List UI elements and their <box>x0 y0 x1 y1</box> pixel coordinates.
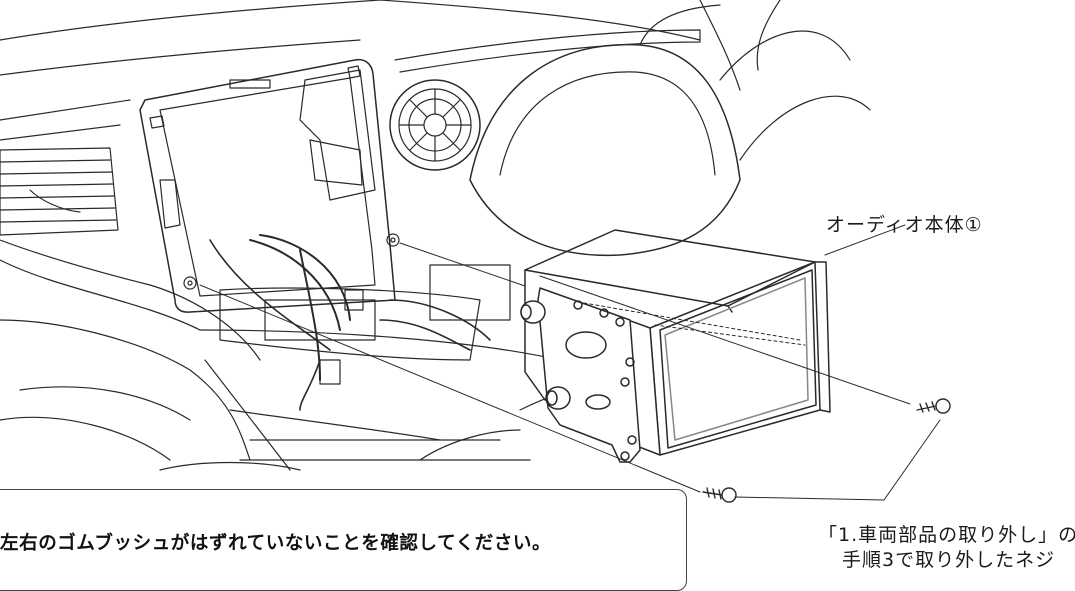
audio-unit-drawing <box>521 230 830 462</box>
dashboard-body <box>0 0 700 470</box>
notice-text: 左右のゴムブッシュがはずれていないことを確認してください。 <box>0 533 552 554</box>
round-air-vent <box>390 80 480 170</box>
screw-right <box>917 399 950 413</box>
screw-reference-label-line1: 「1.車両部品の取り外し」の <box>818 524 1075 546</box>
wiring-harness <box>210 235 490 410</box>
dash-opening-frame <box>140 60 399 313</box>
dashboard-installation-illustration <box>0 0 1075 567</box>
screw-bottom <box>703 488 736 502</box>
meter-hood <box>470 0 870 255</box>
screw-reference-label-line2: 手順3で取り外したネジ <box>842 549 1056 571</box>
lower-console <box>160 265 510 470</box>
guide-lines <box>200 225 940 500</box>
audio-unit-label: オーディオ本体① <box>826 214 983 236</box>
left-air-vent <box>0 148 118 235</box>
